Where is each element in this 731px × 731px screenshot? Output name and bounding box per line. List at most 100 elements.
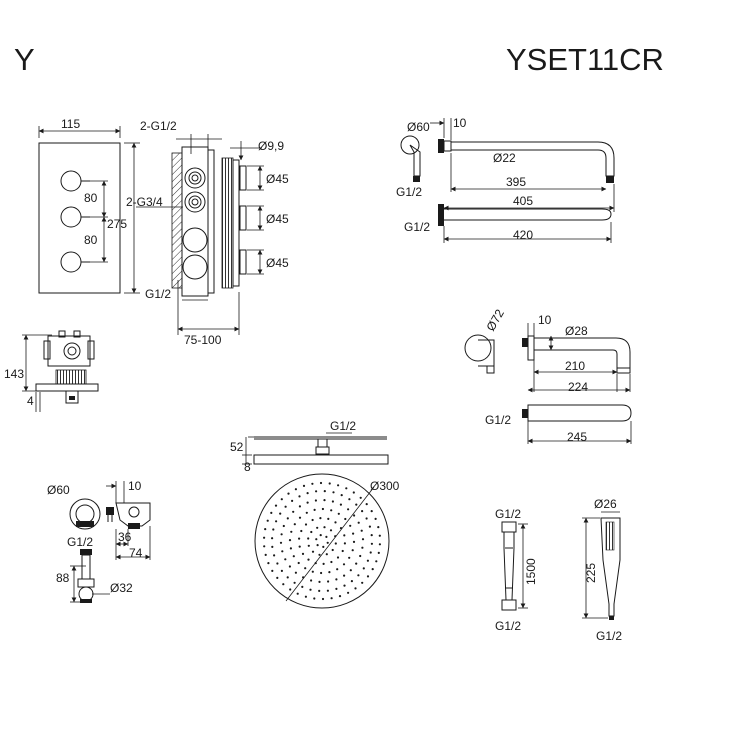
label-spout-flange-dia: Ø72 — [483, 307, 507, 334]
label-arm-length-1: 395 — [506, 175, 526, 189]
nozzle-dot — [323, 490, 326, 493]
nozzle-dot — [298, 545, 301, 548]
nozzle-dot — [337, 484, 340, 487]
nozzle-dot — [280, 533, 283, 536]
label-spout-offset: 10 — [538, 313, 552, 327]
nozzle-dot — [350, 580, 353, 583]
nozzle-dot — [298, 495, 301, 498]
nozzle-dot — [329, 529, 333, 532]
nozzle-dot — [294, 488, 297, 491]
bath-spout-drawing — [464, 323, 632, 444]
nozzle-dot — [362, 567, 365, 570]
nozzle-dot — [293, 581, 296, 584]
nozzle-dot — [270, 511, 273, 514]
nozzle-dot — [311, 482, 314, 485]
label-hand-length: 225 — [584, 563, 598, 583]
label-thread-bottom: G1/2 — [145, 287, 171, 301]
nozzle-dot — [370, 542, 373, 545]
nozzle-dot — [288, 539, 292, 542]
nozzle-dot — [355, 503, 358, 506]
nozzle-dot — [349, 569, 352, 572]
nozzle-dot — [289, 588, 292, 591]
nozzle-dot — [352, 491, 355, 494]
nozzle-dot — [377, 551, 380, 555]
label-thread-top: 2-G1/2 — [140, 119, 177, 133]
nozzle-dot — [284, 505, 287, 508]
nozzle-dot — [310, 579, 313, 582]
nozzle-dot — [289, 547, 292, 550]
nozzle-dot — [375, 560, 378, 563]
nozzle-dot — [292, 555, 295, 558]
nozzle-dot — [332, 491, 335, 494]
nozzle-dot — [334, 521, 337, 524]
nozzle-dot — [361, 510, 364, 513]
nozzle-dot — [359, 496, 362, 499]
nozzle-dot — [310, 530, 313, 534]
nozzle-dot — [348, 556, 351, 559]
nozzle-dot — [281, 550, 284, 553]
label-hose-thread-top: G1/2 — [495, 507, 521, 521]
nozzle-dot — [343, 534, 346, 537]
label-arm-length-2: 405 — [513, 194, 533, 208]
label-arm-offset: 10 — [453, 116, 467, 130]
nozzle-dot — [361, 538, 365, 541]
nozzle-dot — [366, 559, 369, 562]
nozzle-dot — [335, 578, 338, 581]
nozzle-dot — [322, 562, 325, 566]
nozzle-dot — [313, 597, 316, 600]
nozzle-dot — [290, 530, 293, 533]
wall-outlet-drawing — [69, 481, 151, 603]
nozzle-dot — [309, 588, 312, 591]
nozzle-dot — [343, 584, 346, 587]
label-arm-thread: G1/2 — [396, 185, 422, 199]
nozzle-dot — [340, 494, 343, 497]
nozzle-dot — [323, 526, 326, 529]
valve-front-plate — [38, 126, 140, 294]
nozzle-dot — [330, 560, 333, 564]
nozzle-dot — [336, 556, 340, 559]
label-arm-flange-dia: Ø60 — [407, 120, 430, 134]
label-depth-range: 75-100 — [184, 333, 222, 347]
nozzle-dot — [313, 508, 316, 511]
nozzle-dot — [344, 517, 347, 521]
nozzle-dot — [323, 499, 326, 502]
nozzle-dot — [368, 525, 371, 528]
nozzle-dot — [353, 514, 356, 517]
nozzle-dot — [338, 595, 342, 598]
nozzle-dot — [361, 546, 364, 549]
nozzle-dot — [282, 524, 285, 528]
label-spacing-1: 80 — [84, 191, 98, 205]
label-spacing-2: 80 — [84, 233, 98, 247]
label-hose-thread-bottom: G1/2 — [495, 619, 521, 633]
label-spout-length-3: 245 — [567, 430, 587, 444]
nozzle-dot — [328, 482, 331, 485]
nozzle-dot — [291, 499, 294, 502]
nozzle-dot — [264, 553, 267, 557]
label-hose-length: 1500 — [524, 558, 538, 585]
label-dia-1: Ø45 — [266, 172, 289, 186]
nozzle-dot — [371, 568, 374, 571]
nozzle-dot — [271, 569, 274, 573]
nozzle-dot — [315, 538, 318, 541]
nozzle-dot — [377, 526, 380, 529]
label-outlet-thread: G1/2 — [67, 535, 93, 549]
label-outlet-holder-dia: Ø32 — [110, 581, 133, 595]
brand-letter: Y — [14, 42, 35, 77]
nozzle-dot — [298, 537, 301, 540]
nozzle-dot — [297, 561, 300, 565]
nozzle-dot — [306, 501, 309, 504]
nozzle-dot — [319, 517, 322, 520]
nozzle-dot — [321, 507, 324, 511]
label-hand-diameter: Ø26 — [594, 497, 617, 511]
nozzle-dot — [330, 597, 333, 600]
label-spout-thread: G1/2 — [485, 413, 511, 427]
label-thread-side: 2-G3/4 — [126, 195, 163, 209]
nozzle-dot — [369, 551, 372, 554]
nozzle-dot — [335, 587, 338, 591]
nozzle-dot — [293, 523, 296, 526]
nozzle-dot — [276, 562, 279, 565]
nozzle-dot — [298, 505, 301, 508]
nozzle-dot — [349, 524, 352, 527]
nozzle-dot — [357, 521, 360, 524]
